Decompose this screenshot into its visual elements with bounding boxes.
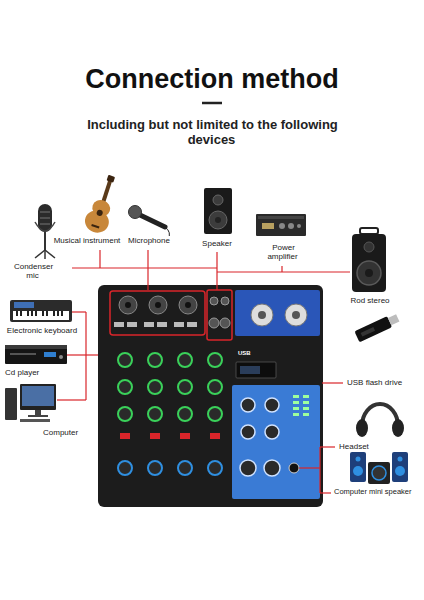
guitar-icon xyxy=(82,172,123,236)
microphone-icon xyxy=(129,206,170,241)
title-dash xyxy=(202,102,222,105)
speaker-icon xyxy=(204,188,232,234)
cd-player-icon xyxy=(5,345,67,364)
label-text: Musical instrument xyxy=(53,236,122,245)
label-text: Speaker xyxy=(201,239,233,248)
label-text: Computer mini speaker xyxy=(333,487,413,496)
label-text: Power amplifier xyxy=(267,243,298,261)
label-text: Condenser mic xyxy=(13,262,53,280)
usb-drive-icon xyxy=(354,312,400,342)
label-text: Rod stereo xyxy=(349,296,390,305)
mixer-illustration xyxy=(98,285,323,507)
device-label: Electronic keyboard xyxy=(1,326,83,335)
device-label: Condenser mic xyxy=(8,262,58,280)
device-label: Headset xyxy=(338,442,388,451)
keyboard-icon xyxy=(10,300,72,322)
label-text: Cd player xyxy=(4,368,40,377)
device-label: USB flash drive xyxy=(346,378,418,387)
connection-wires xyxy=(57,250,350,493)
title: Connection method xyxy=(0,64,424,95)
device-label: Musical instrument xyxy=(50,236,124,245)
device-label: Cd player xyxy=(4,368,54,377)
label-text: Electronic keyboard xyxy=(6,326,78,335)
label-text: Computer xyxy=(42,428,79,437)
subtitle: Including but not limited to the followi… xyxy=(82,118,342,148)
channel-knobs xyxy=(118,353,222,475)
device-label: Speaker xyxy=(197,239,237,248)
device-label: Microphone xyxy=(126,236,172,245)
mini-speaker-icon xyxy=(350,452,408,484)
panel-text: USB xyxy=(237,350,267,357)
power-amplifier-icon xyxy=(256,214,306,236)
label-text: USB flash drive xyxy=(346,378,403,387)
computer-icon xyxy=(5,384,56,422)
label-text: Including but not limited to the followi… xyxy=(86,117,338,147)
label-text: USB xyxy=(237,350,252,356)
headset-icon xyxy=(356,404,404,437)
device-label: Power amplifier xyxy=(260,243,306,261)
condenser-mic-icon xyxy=(35,204,55,259)
label-text: Microphone xyxy=(127,236,171,245)
device-label: Rod stereo xyxy=(343,296,397,305)
rod-stereo-icon xyxy=(352,228,386,292)
device-label: Computer mini speaker xyxy=(333,488,419,497)
device-label: Computer xyxy=(42,428,86,437)
label-text: Headset xyxy=(338,442,370,451)
